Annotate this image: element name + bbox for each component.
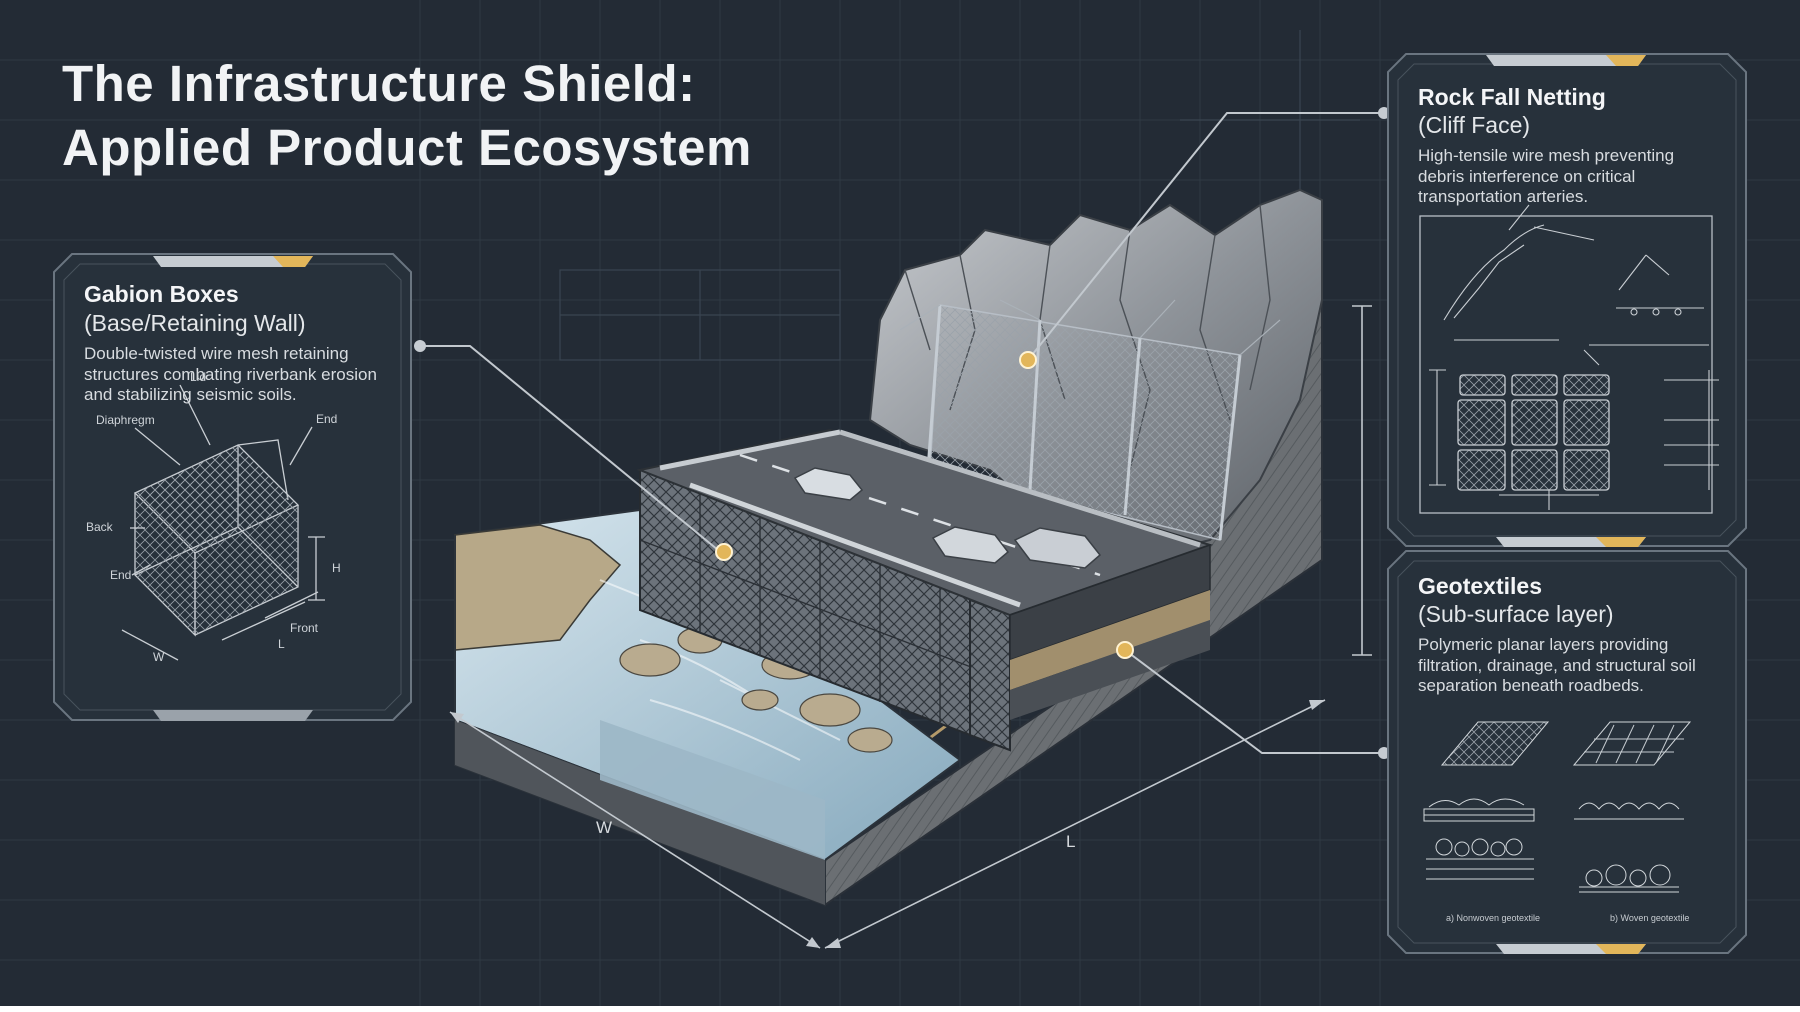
- gabion-label-back: Back: [86, 520, 113, 534]
- car-icon: [793, 467, 1102, 569]
- rockfall-title: Rock Fall Netting: [1418, 84, 1606, 110]
- gabion-description: Double-twisted wire mesh retaining struc…: [84, 344, 377, 404]
- geotextiles-title: Geotextiles: [1418, 573, 1542, 599]
- gabion-label-width: W: [153, 650, 165, 664]
- gabion-title: Gabion Boxes: [84, 281, 239, 307]
- rockfall-subtitle: (Cliff Face): [1418, 112, 1531, 138]
- rockfall-panel: Rock Fall Netting (Cliff Face) High-tens…: [1384, 50, 1750, 550]
- gabion-subtitle: (Base/Retaining Wall): [84, 310, 306, 336]
- geotextiles-caption-right: b) Woven geotextile: [1610, 913, 1690, 923]
- geotextiles-subtitle: (Sub-surface layer): [1418, 601, 1614, 627]
- gabion-panel: Gabion Boxes (Base/Retaining Wall) Doubl…: [50, 250, 415, 724]
- bottom-edge: [0, 1006, 1800, 1012]
- main-width-label: W: [596, 818, 613, 837]
- geotextiles-caption-left: a) Nonwoven geotextile: [1446, 913, 1541, 923]
- geotextiles-description: Polymeric planar layers providing filtra…: [1418, 635, 1696, 695]
- gabion-label-diaphragm: Diaphregm: [96, 413, 155, 427]
- gabion-label-end-left: End: [110, 568, 132, 582]
- geotextiles-panel: Geotextiles (Sub-surface layer) Polymeri…: [1384, 547, 1750, 957]
- title-line-2: Applied Product Ecosystem: [62, 119, 752, 176]
- geotextiles-panel-frame: [1387, 550, 1747, 954]
- rockfall-description: High-tensile wire mesh preventing debris…: [1418, 146, 1675, 206]
- gabion-label-lid: Lid: [190, 370, 207, 384]
- page-title: The Infrastructure Shield: Applied Produ…: [62, 52, 752, 180]
- gabion-label-front: Front: [290, 621, 319, 635]
- rockfall-panel-frame: [1387, 53, 1747, 547]
- gabion-panel-frame: [53, 253, 412, 721]
- gabion-label-height: H: [332, 561, 341, 575]
- title-line-1: The Infrastructure Shield:: [62, 55, 696, 112]
- gabion-label-length: L: [278, 637, 285, 651]
- main-length-label: L: [1066, 832, 1076, 851]
- gabion-label-end-top: End: [316, 412, 338, 426]
